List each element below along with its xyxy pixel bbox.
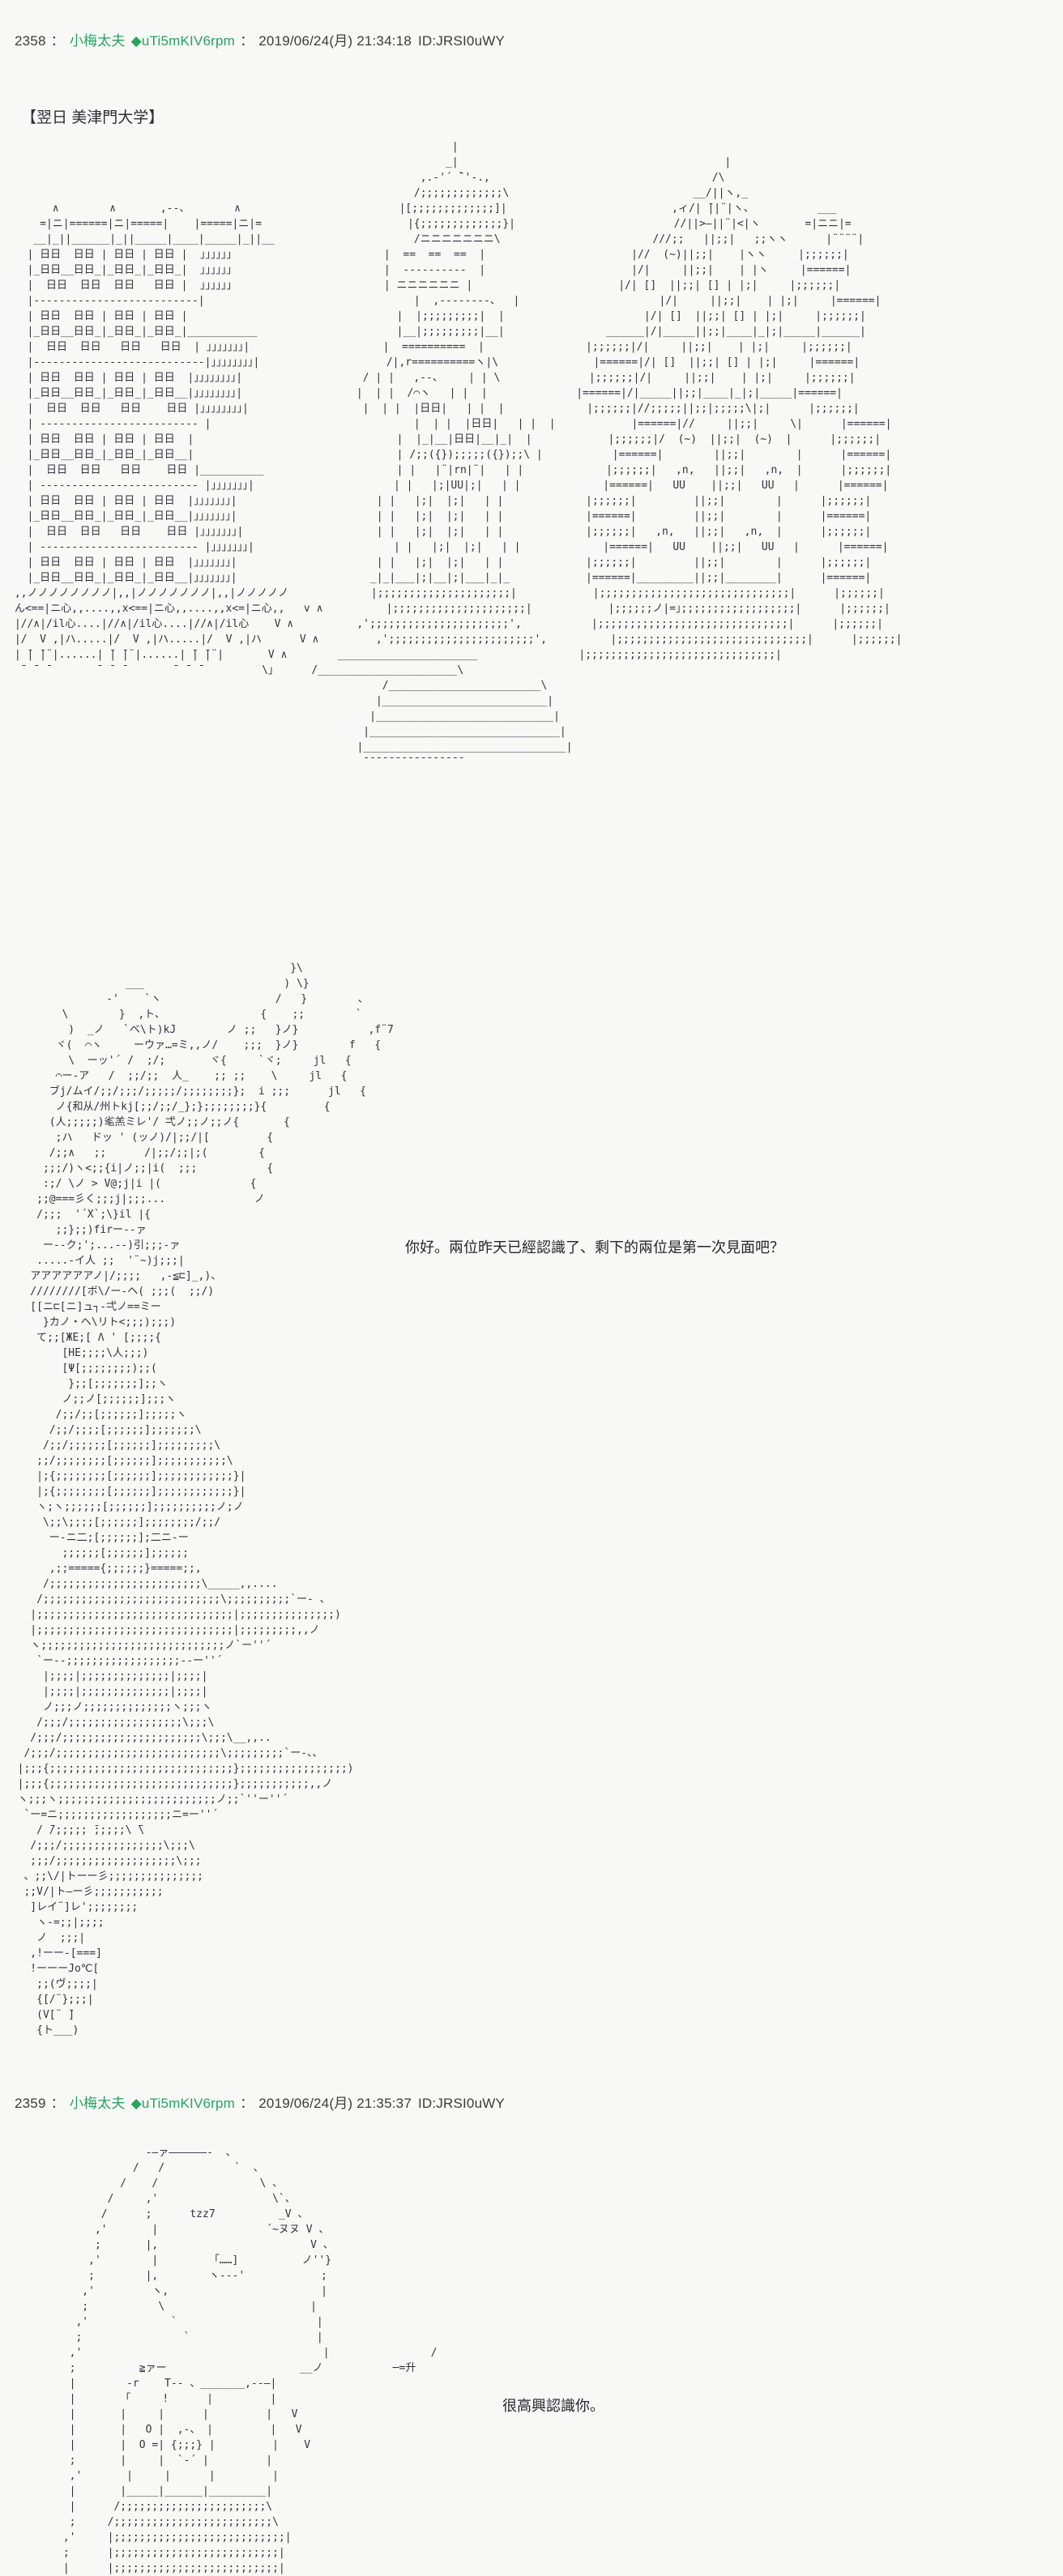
poster-tripcode: ◆uTi5mKIV6rpm <box>130 33 236 49</box>
ascii-art-university-building: | _| | ,.-'´ ̄`'-., <box>14 141 903 769</box>
post-id: ID:JRSI0uWY <box>417 2096 506 2111</box>
post-datetime: 2019/06/24(月) 21:35:37 <box>258 2096 412 2111</box>
post-header-2358: 2358：小梅太夫◆uTi5mKIV6rpm：2019/06/24(月) 21:… <box>15 29 505 49</box>
poster-name: 小梅太夫 <box>69 2096 126 2111</box>
dialogue-text-1: 你好。兩位昨天已經認識了、剩下的兩位是第一次見面吧？ <box>405 1239 784 1256</box>
ascii-art-character-1: }\ ___ ) \} -' `ヽ / } 、 \ } ,ト、 { ;; ` )… <box>17 962 394 2036</box>
separator-colon: ： <box>50 33 65 49</box>
dialogue-text-2: 很高興認識你。 <box>502 2398 604 2414</box>
post-datetime: 2019/06/24(月) 21:34:18 <box>258 33 412 49</box>
separator-colon: ： <box>240 33 254 49</box>
post-number: 2359 <box>15 2096 46 2111</box>
separator-colon: ： <box>50 2096 65 2111</box>
poster-name: 小梅太夫 <box>69 33 126 49</box>
post-header-2359: 2359 ： 小梅太夫 ◆uTi5mKIV6rpm ： 2019/06/24(月) 21:… <box>15 2092 505 2112</box>
post-id: ID:JRSI0uWY <box>417 33 506 49</box>
scene-heading: 【翌日 美津門大学】 <box>21 109 164 126</box>
separator-colon: ： <box>240 2096 254 2111</box>
ascii-art-character-2: -―ァ――――――- 、 / / ` 、 / / \ 、 / ,' \`、 / … <box>62 2147 438 2574</box>
post-number: 2358 <box>15 33 46 49</box>
poster-tripcode: ◆uTi5mKIV6rpm <box>130 2096 236 2111</box>
